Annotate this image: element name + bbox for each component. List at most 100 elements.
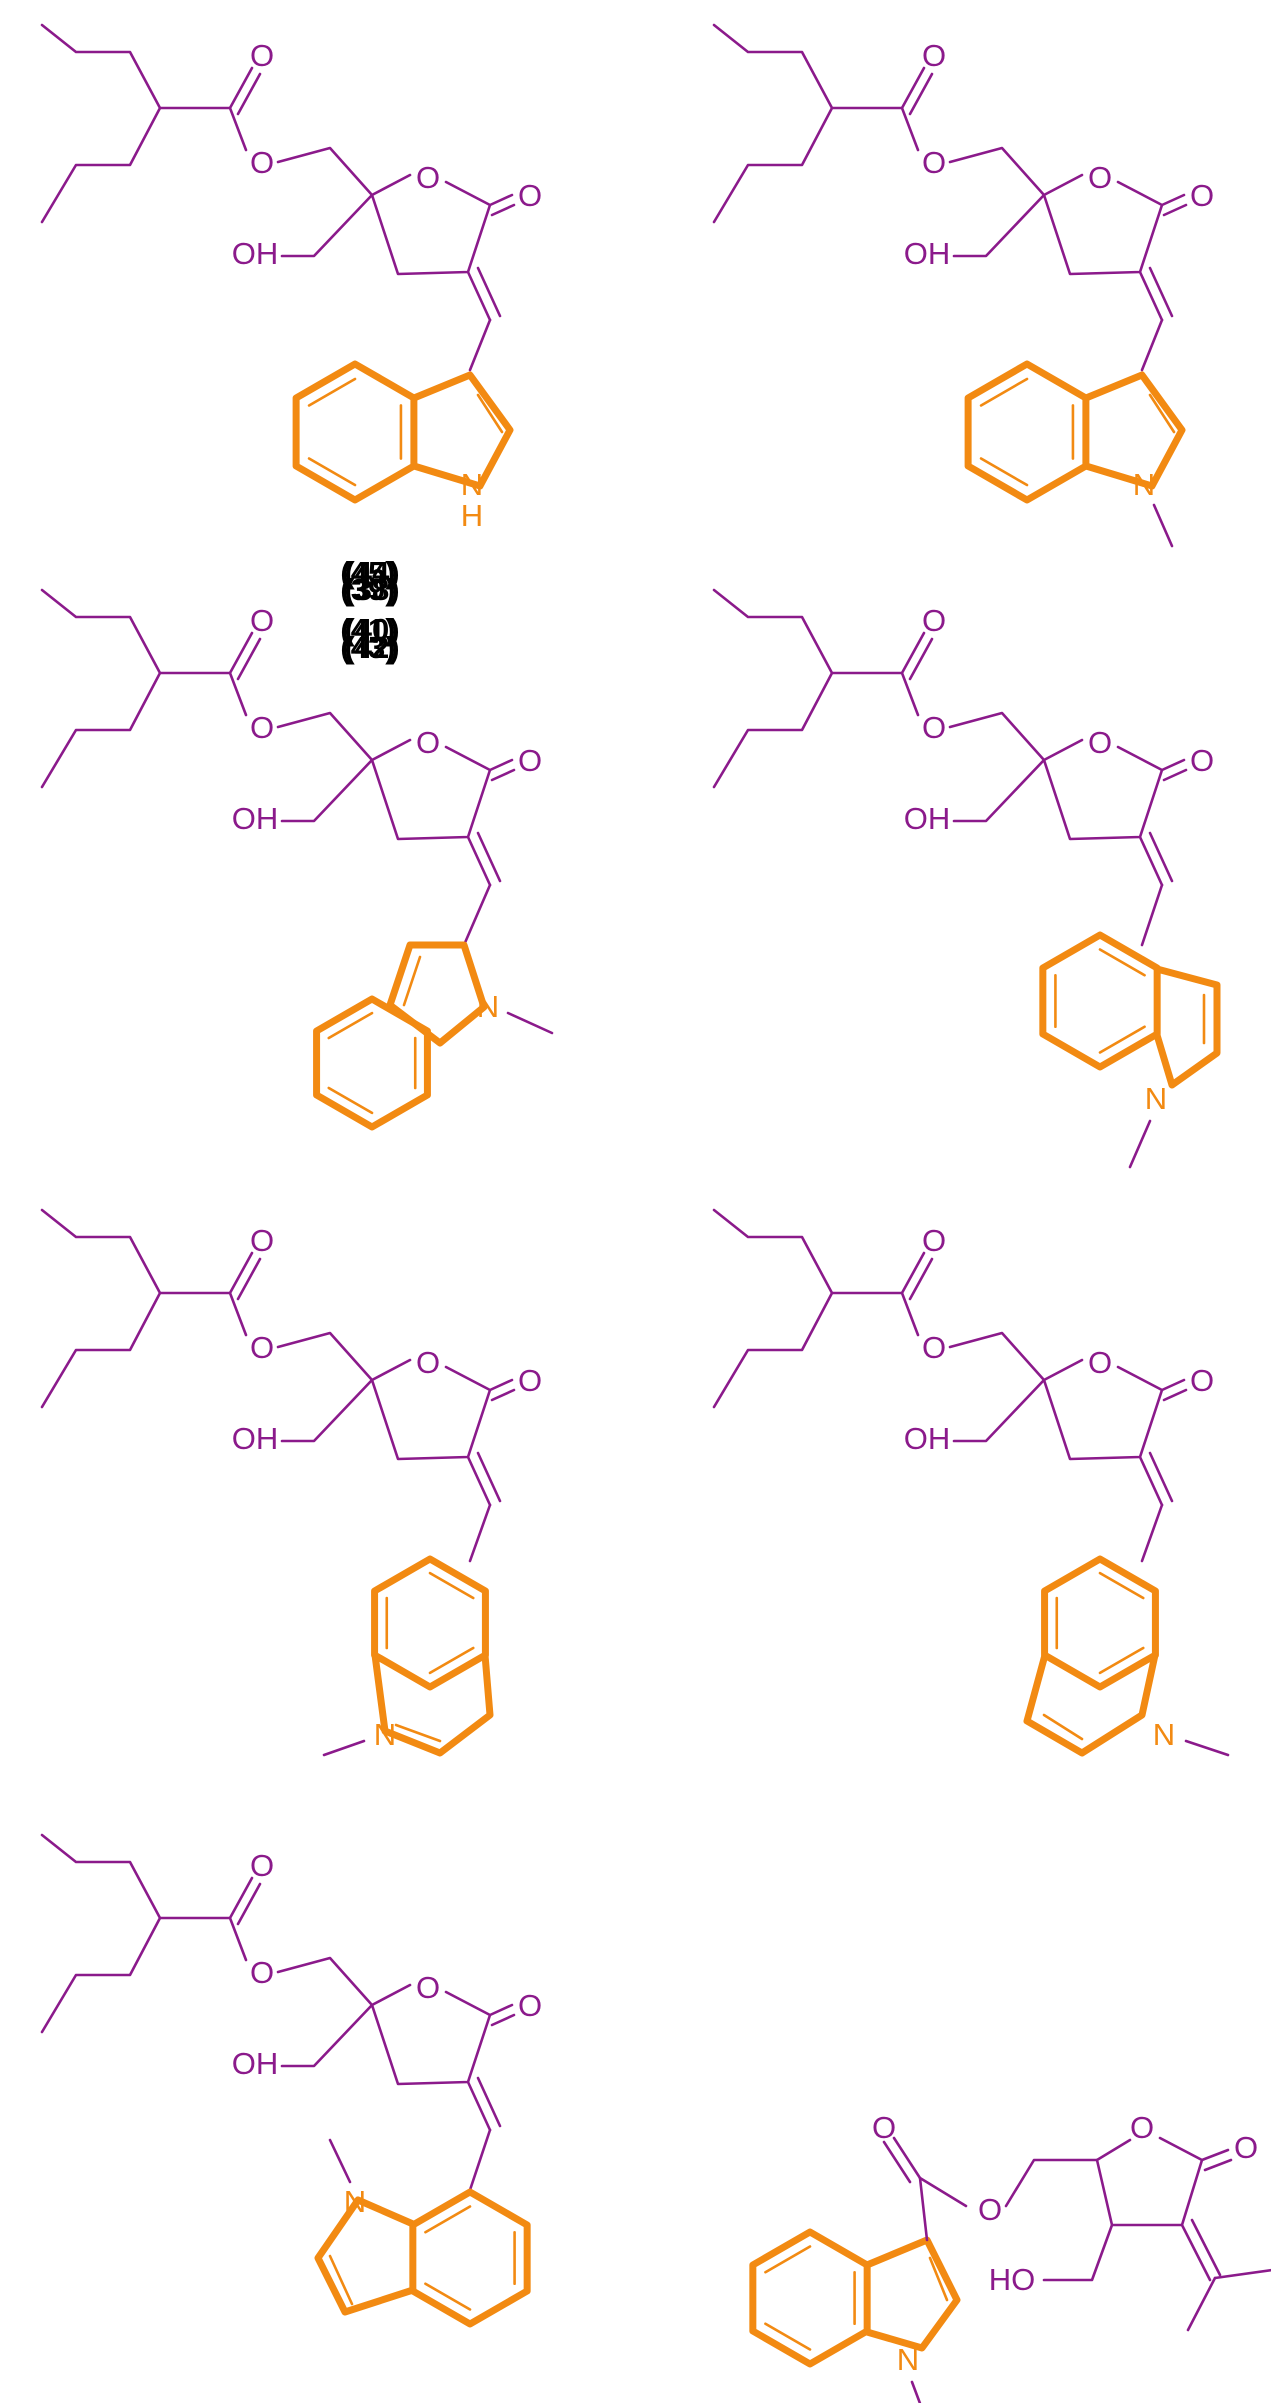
bond xyxy=(918,2176,929,2242)
compound-label: (39) xyxy=(340,572,395,607)
bond xyxy=(1042,173,1084,197)
compound-label: (40) xyxy=(344,612,399,647)
lactone-carbonyl-oxygen: O xyxy=(518,743,542,778)
indole-nitrogen: N xyxy=(897,2342,919,2377)
bond xyxy=(228,1876,254,1920)
bond xyxy=(370,1990,492,2086)
benzene-ring xyxy=(749,2228,871,2368)
pyrrole-ring xyxy=(410,371,514,490)
bond xyxy=(1162,1388,1188,1402)
indole-nitrogen: N xyxy=(374,1717,396,1752)
ester-oxygen: O xyxy=(250,710,274,745)
bond xyxy=(1042,180,1164,276)
benzene-ring xyxy=(964,360,1090,504)
bond xyxy=(1162,768,1188,782)
hydroxyl-group: OH xyxy=(232,2046,279,2081)
indole-nitrogen: N xyxy=(461,467,483,502)
indole-nitrogen: N xyxy=(344,2184,366,2219)
n-methyl xyxy=(1152,503,1174,548)
bond xyxy=(1162,203,1188,217)
bond xyxy=(900,671,920,717)
hydroxyl-group: OH xyxy=(232,801,279,836)
bond xyxy=(1004,2158,1099,2208)
carbonyl-oxygen: O xyxy=(922,1223,946,1258)
ester-oxygen: O xyxy=(922,710,946,745)
bond xyxy=(40,106,162,224)
lactone-carbonyl-oxygen: O xyxy=(1234,2130,1258,2165)
bond xyxy=(488,193,514,207)
bond xyxy=(476,1451,502,1503)
bond xyxy=(948,146,1046,197)
pyrrole-ring xyxy=(386,941,488,1047)
bond xyxy=(40,1833,232,1920)
aromatic-bond xyxy=(428,1571,475,1600)
aromatic-bond xyxy=(1148,393,1176,434)
benzene-ring xyxy=(292,360,418,504)
bond xyxy=(712,1208,904,1295)
bond xyxy=(228,1916,248,1962)
ester-oxygen: O xyxy=(250,1955,274,1990)
hydroxyl-group: OH xyxy=(904,236,951,271)
bond xyxy=(276,1331,374,1382)
aromatic-bond xyxy=(428,1646,475,1675)
ring-oxygen: O xyxy=(416,725,440,760)
aromatic-bond xyxy=(764,2322,812,2351)
aromatic-bond xyxy=(394,1723,442,1743)
ring-oxygen: O xyxy=(416,160,440,195)
bond xyxy=(490,203,516,217)
bond xyxy=(236,1257,262,1301)
benzene-ring xyxy=(313,995,431,1131)
aromatic-bond xyxy=(764,2245,812,2274)
bond xyxy=(1138,1455,1164,1507)
bond xyxy=(466,270,492,322)
pyrrole-ring xyxy=(1023,1651,1159,1757)
bond xyxy=(488,1378,514,1392)
bond xyxy=(900,1251,926,1295)
n-methyl xyxy=(1184,1739,1230,1757)
ester-oxygen: O xyxy=(250,1330,274,1365)
bond xyxy=(228,671,248,717)
bond xyxy=(1200,2148,1230,2162)
hydroxyl-group: OH xyxy=(904,1421,951,1456)
bond xyxy=(952,193,1046,258)
bond xyxy=(918,2176,968,2208)
bond xyxy=(1138,835,1164,887)
aromatic-bond xyxy=(1098,1571,1145,1600)
aromatic-bond xyxy=(424,2282,472,2311)
bond xyxy=(40,588,232,675)
bond xyxy=(228,631,254,675)
bond xyxy=(40,1208,232,1295)
bond xyxy=(900,631,926,675)
bond xyxy=(948,711,1046,762)
bond xyxy=(1140,1503,1164,1563)
bond xyxy=(1148,831,1174,883)
compound-label: (41) xyxy=(340,612,395,647)
ring-oxygen: O xyxy=(1130,2110,1154,2145)
bond xyxy=(276,1956,374,2007)
pyrrole-ring xyxy=(863,2236,961,2352)
carbonyl-oxygen: O xyxy=(250,38,274,73)
bond xyxy=(466,1455,492,1507)
bond xyxy=(40,1291,162,1409)
n-methyl xyxy=(910,2380,922,2403)
benzene-ring xyxy=(409,2188,531,2328)
aromatic-bond xyxy=(1098,1025,1146,1054)
ring-oxygen: O xyxy=(1088,1345,1112,1380)
bond xyxy=(236,637,262,681)
aromatic-bond xyxy=(476,393,504,434)
bond xyxy=(40,671,162,789)
n-methyl xyxy=(1128,1119,1152,1169)
bond xyxy=(882,2140,912,2184)
hydroxyl-group: HO xyxy=(989,2262,1036,2297)
bond xyxy=(228,106,248,152)
pyrrole-ring xyxy=(1082,371,1186,490)
indole-nitrogen: N xyxy=(1133,467,1155,502)
bond xyxy=(900,106,920,152)
lactone-carbonyl-oxygen: O xyxy=(1190,178,1214,213)
bond xyxy=(228,1291,248,1337)
lactone-carbonyl-oxygen: O xyxy=(1190,743,1214,778)
bond xyxy=(228,1251,254,1295)
